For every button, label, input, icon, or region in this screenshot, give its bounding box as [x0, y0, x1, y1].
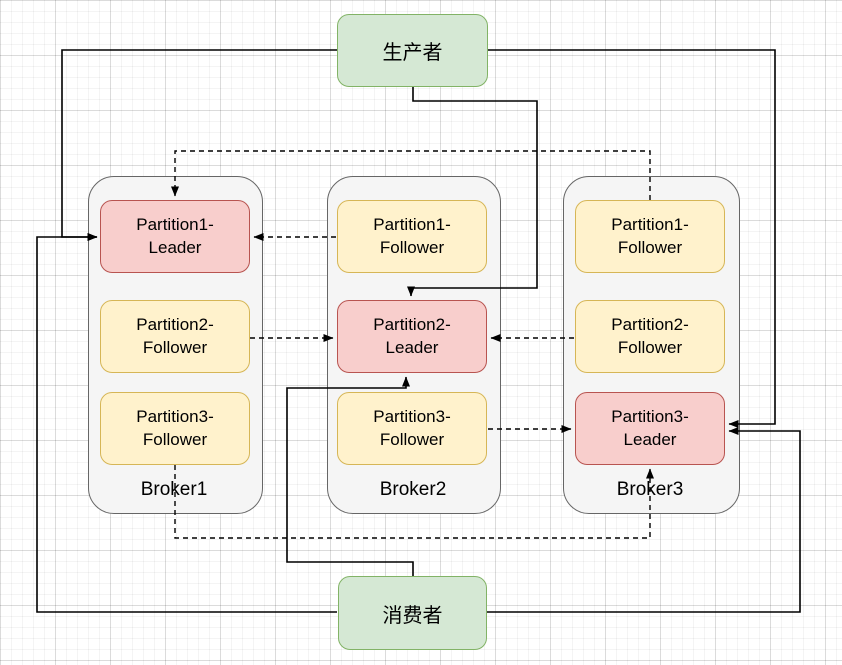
partition-label: Partition1-Leader	[136, 214, 214, 257]
broker1-label: Broker1	[140, 479, 208, 500]
partition-label: Partition1-Follower	[373, 214, 451, 257]
broker3-partition2-follower: Partition2-Follower	[575, 300, 725, 373]
broker1-partition1-leader: Partition1-Leader	[100, 200, 250, 273]
consumer-node: 消费者	[338, 576, 487, 650]
partition-label: Partition2-Leader	[373, 314, 451, 357]
partition-label: Partition1-Follower	[611, 214, 689, 257]
partition-label: Partition2-Follower	[136, 314, 214, 357]
producer-node: 生产者	[337, 14, 488, 87]
producer-label: 生产者	[382, 42, 443, 64]
broker1-partition2-follower: Partition2-Follower	[100, 300, 250, 373]
partition-label: Partition3-Leader	[611, 406, 689, 449]
broker2-partition1-follower: Partition1-Follower	[337, 200, 487, 273]
broker3-partition3-leader: Partition3-Leader	[575, 392, 725, 465]
partition-label: Partition2-Follower	[611, 314, 689, 357]
broker1-partition3-follower: Partition3-Follower	[100, 392, 250, 465]
broker2-partition2-leader: Partition2-Leader	[337, 300, 487, 373]
broker3-partition1-follower: Partition1-Follower	[575, 200, 725, 273]
partition-label: Partition3-Follower	[136, 406, 214, 449]
partition-label: Partition3-Follower	[373, 406, 451, 449]
broker2-partition3-follower: Partition3-Follower	[337, 392, 487, 465]
broker2-label: Broker2	[379, 479, 447, 500]
consumer-label: 消费者	[382, 604, 443, 627]
broker3-label: Broker3	[616, 479, 684, 500]
